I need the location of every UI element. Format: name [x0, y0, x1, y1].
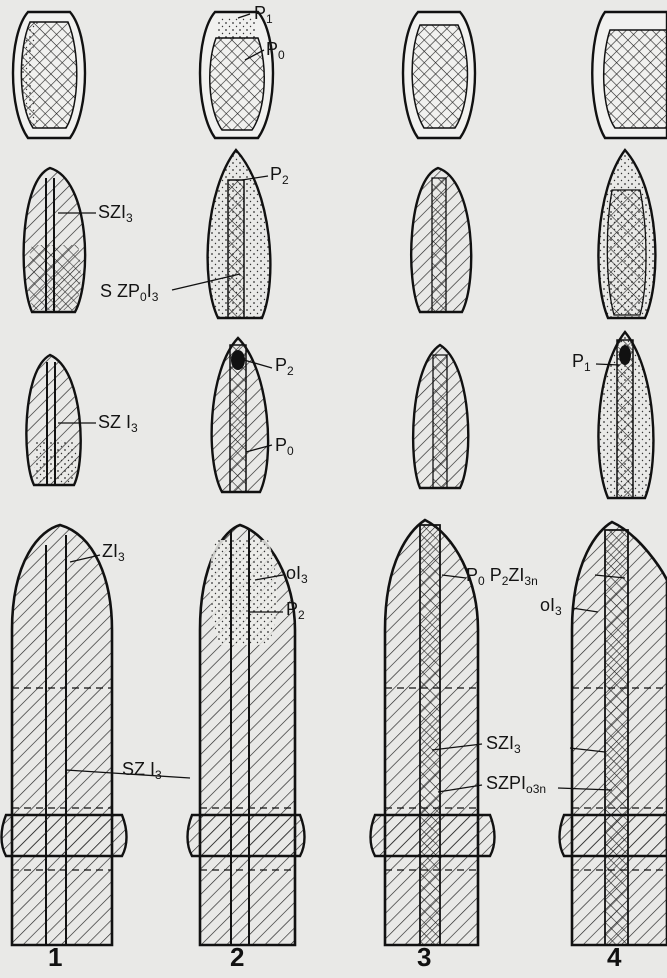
bud-row3-col3: [413, 345, 468, 488]
label-p0-row3: P0: [275, 436, 294, 457]
leader-lines: [58, 14, 625, 792]
bud-row2-col2: [208, 150, 271, 318]
bud-row3-col1: [26, 355, 80, 485]
bud-row3-col4: [598, 332, 653, 498]
label-p2-row2: P2: [270, 165, 289, 186]
apex-col2: [188, 525, 305, 945]
column-number-4: 4: [607, 942, 621, 973]
label-zi3-bottom: ZI3: [102, 542, 125, 563]
bud-row3-col2: [212, 338, 268, 492]
label-p1-top: P1: [254, 4, 273, 25]
bud-row2-col1: [24, 168, 85, 312]
label-oi3-bottom2: oI3: [286, 564, 308, 585]
bud-row1-col3: [403, 12, 475, 138]
bud-row1-col2: [200, 12, 273, 138]
bud-row1-col1: [13, 12, 85, 138]
label-szi3-bottom3: SZI3: [486, 734, 521, 755]
label-p2-bottom2: P2: [286, 600, 305, 621]
label-oi3-bottom4: oI3: [540, 596, 562, 617]
label-szi3-row2: SZI3: [98, 203, 133, 224]
column-number-3: 3: [417, 942, 431, 973]
label-szp0i3-row2: S ZP0I3: [100, 282, 158, 303]
label-szp0i3n-bottom3: SZPIo3n: [486, 774, 546, 795]
column-number-2: 2: [230, 942, 244, 973]
apex-col4: [560, 522, 667, 945]
column-number-1: 1: [48, 942, 62, 973]
apex-col1: [2, 525, 127, 945]
label-p2-row3: P2: [275, 356, 294, 377]
bud-row2-col4: [598, 150, 655, 318]
bud-row2-col3: [411, 168, 471, 312]
label-szi3-bottom1: SZ I3: [122, 760, 162, 781]
label-szi3-row3: SZ I3: [98, 413, 138, 434]
bud-row1-col4: [592, 12, 667, 138]
label-p0-top: P0: [266, 40, 285, 61]
label-p1-row3: P1: [572, 352, 591, 373]
label-p0p2zi3n-bottom3: P0 P2ZI3n: [466, 566, 538, 587]
